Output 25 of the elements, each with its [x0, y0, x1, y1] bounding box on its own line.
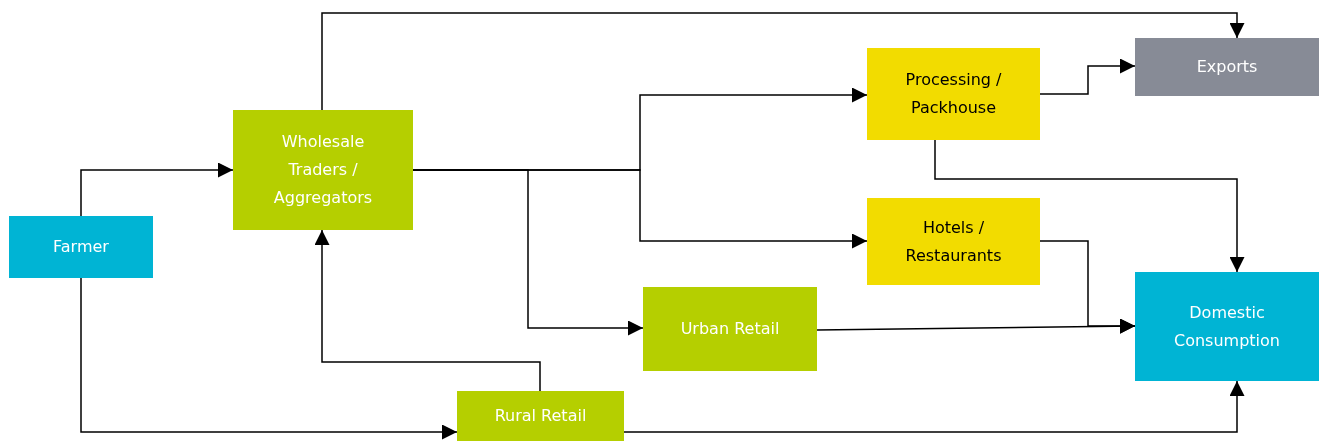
process-box: [867, 48, 1040, 140]
box-label: Rural Retail: [494, 405, 587, 427]
arrow: [934, 139, 1245, 273]
arrow: [314, 229, 541, 392]
arrow: [80, 162, 234, 217]
process-box: [1135, 38, 1319, 96]
box-label: Domestic Consumption: [1173, 301, 1281, 352]
arrow: [80, 277, 458, 440]
box-label: Wholesale Traders / Aggregators: [273, 131, 373, 209]
process-box: [457, 391, 624, 441]
box-label: Urban Retail: [680, 318, 780, 340]
box-label: Farmer: [53, 236, 109, 258]
arrow: [816, 318, 1136, 334]
process-box: [233, 110, 413, 230]
arrow: [321, 12, 1245, 111]
box-label: Hotels / Restaurants: [904, 216, 1003, 267]
process-box: [1135, 272, 1319, 381]
arrow: [623, 380, 1245, 433]
box-label: Exports: [1196, 56, 1258, 78]
process-box: [643, 287, 817, 371]
process-box: [867, 198, 1040, 285]
arrow: [1039, 58, 1136, 95]
box-label: Processing / Packhouse: [904, 69, 1003, 119]
process-box: [9, 216, 153, 278]
arrow: [412, 169, 644, 336]
